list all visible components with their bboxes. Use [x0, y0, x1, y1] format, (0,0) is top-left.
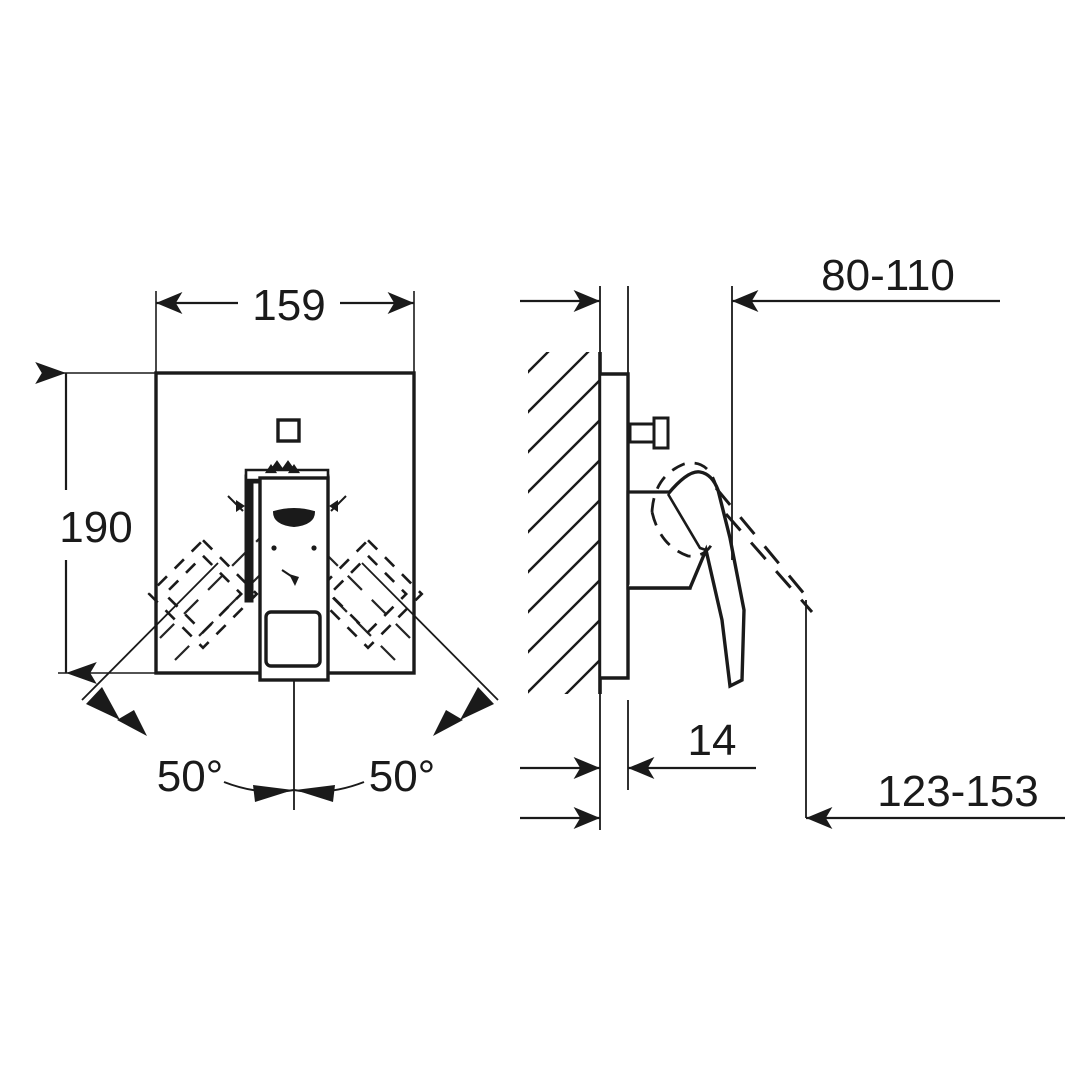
- lever-dot-right: [311, 545, 317, 551]
- lever-indent-mark: [272, 508, 316, 528]
- lever-handle-side: [628, 470, 746, 689]
- angle-leader-lines: [81, 562, 499, 701]
- dimension-label-159: 159: [252, 281, 325, 330]
- lever-dot-left: [271, 545, 277, 551]
- angle-leader-arrowheads: [86, 687, 494, 736]
- screw-pin: [628, 416, 670, 450]
- lever-handle-side-inner: [666, 493, 707, 552]
- dimension-label-50-right: 50°: [369, 752, 436, 801]
- dimension-label-80-110: 80-110: [821, 251, 955, 300]
- lever-open-dashed-reach: [714, 487, 814, 613]
- handle-swing-outline-left: [147, 538, 259, 650]
- wall-hatching: [528, 352, 600, 694]
- collar-top-marks: [264, 460, 301, 474]
- diverter-button-icon: [276, 418, 301, 443]
- handle-swing-outline-right: [312, 538, 424, 650]
- dimension-label-190: 190: [59, 503, 132, 552]
- push-button-square: [264, 610, 322, 668]
- dimension-label-14: 14: [688, 716, 737, 765]
- angle-arc-arrowheads: [253, 785, 335, 802]
- lever-center-arrow: [281, 569, 299, 586]
- escutcheon-plate-side: [600, 372, 630, 680]
- dimension-label-123-153: 123-153: [877, 767, 1038, 816]
- lever-handle-open-position: [650, 461, 718, 558]
- collar-side-arrows: [227, 495, 347, 512]
- dimension-label-50-left: 50°: [157, 752, 224, 801]
- side-extension-lines-bottom: [599, 600, 807, 830]
